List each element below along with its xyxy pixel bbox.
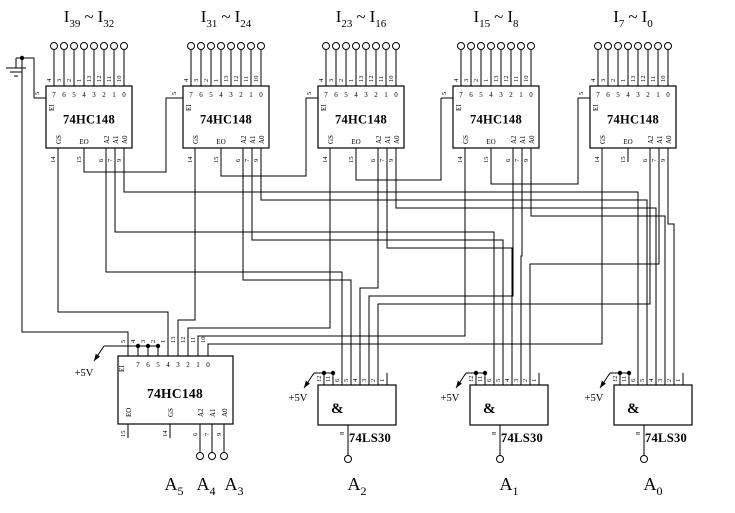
svg-text:3: 3 <box>140 340 147 343</box>
bottom-encoder-chip: 5 4 3 2 1 13 12 11 10 EI 7 6 5 4 3 2 1 0… <box>117 337 234 460</box>
power-label-gate-a1: +5V <box>441 393 460 404</box>
svg-text:13: 13 <box>170 337 177 344</box>
output-label-a4: A4 <box>197 474 216 498</box>
ei-label: EI <box>118 365 126 372</box>
eo-label: EO <box>125 408 133 417</box>
output-label-a2: A2 <box>348 474 367 498</box>
output-terminal <box>196 452 204 460</box>
signal-wires <box>57 148 675 373</box>
encoder-chip-1 <box>33 41 133 164</box>
chip-body <box>117 355 234 425</box>
output-stub-lines <box>127 424 225 453</box>
a2-label: A2 <box>197 408 205 417</box>
output-terminal <box>208 452 216 460</box>
nand-gate-a0 <box>599 370 693 464</box>
encoder-chip-4 <box>440 41 540 164</box>
input-names: 7 6 5 4 3 2 1 0 <box>136 361 210 369</box>
svg-text:4: 4 <box>130 339 137 343</box>
svg-text:12: 12 <box>180 337 187 344</box>
svg-text:2: 2 <box>150 340 157 343</box>
svg-text:0: 0 <box>206 361 210 369</box>
a1-pin-number: 7 <box>204 432 211 436</box>
a1-label: A1 <box>209 408 217 417</box>
svg-text:2: 2 <box>186 361 190 369</box>
a0-label: A0 <box>221 408 229 417</box>
group-label-4: I15~I8 <box>473 7 519 30</box>
input-stub-lines <box>127 346 209 356</box>
svg-text:10: 10 <box>200 337 207 344</box>
encoder-chip-2 <box>170 41 270 164</box>
group-label-2: I31~I24 <box>201 7 252 30</box>
group-label-3: I23~I16 <box>336 7 387 30</box>
power-label-encoder: +5V <box>75 368 94 379</box>
ground-symbol <box>6 58 26 77</box>
svg-text:3: 3 <box>176 361 180 369</box>
output-label-a1: A1 <box>500 474 519 498</box>
group-label-5: I7~I0 <box>613 7 653 30</box>
junction-dot <box>19 55 25 61</box>
nand-gate-a1 <box>455 370 549 464</box>
eo-pin-number: 15 <box>120 431 127 438</box>
svg-text:1: 1 <box>196 361 200 369</box>
encoder-pullup <box>93 343 161 362</box>
group-label-1: I39~I32 <box>64 7 115 30</box>
encoder-chip-5 <box>577 41 677 164</box>
encoder-chip-3 <box>305 41 405 164</box>
svg-text:5: 5 <box>120 340 127 343</box>
gs-label: GS <box>167 408 175 417</box>
gs-pin-number: 14 <box>162 430 169 437</box>
output-label-a5: A5 <box>165 474 184 498</box>
output-terminal <box>220 452 228 460</box>
power-label-gate-a2: +5V <box>289 393 308 404</box>
power-label-gate-a0: +5V <box>585 393 604 404</box>
output-label-a3: A3 <box>225 474 244 498</box>
svg-text:4: 4 <box>166 361 170 369</box>
a2-pin-number: 6 <box>192 432 199 436</box>
svg-text:1: 1 <box>160 340 167 343</box>
cascade-wires <box>83 97 629 185</box>
svg-text:7: 7 <box>136 361 140 369</box>
svg-text:6: 6 <box>146 361 150 369</box>
a0-pin-number: 9 <box>216 433 223 436</box>
chip-name: 74HC148 <box>147 386 203 401</box>
svg-text:5: 5 <box>156 361 160 369</box>
nand-gate-a2 <box>303 370 397 464</box>
output-label-a0: A0 <box>644 474 663 498</box>
input-pin-numbers: 5 4 3 2 1 13 12 11 10 <box>120 337 207 344</box>
svg-text:11: 11 <box>190 337 197 343</box>
